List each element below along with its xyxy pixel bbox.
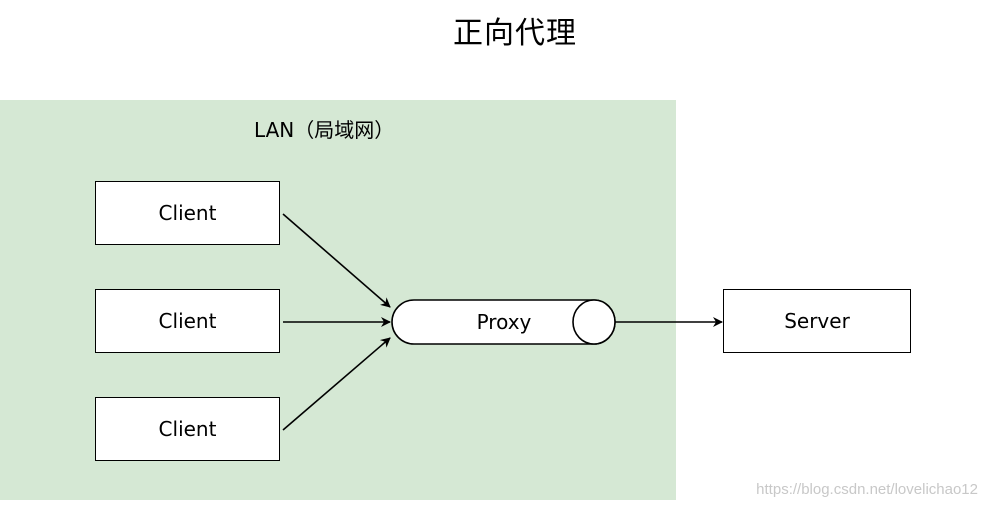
diagram-title: 正向代理 (453, 16, 577, 51)
client-label-3: Client (158, 417, 217, 441)
client-box-1: Client (95, 181, 280, 245)
arrow-client1-proxy (282, 213, 391, 308)
lan-label: LAN（局域网） (254, 118, 395, 142)
server-box: Server (723, 289, 911, 353)
proxy-cylinder (391, 299, 616, 345)
watermark: https://blog.csdn.net/lovelichao12 (756, 481, 978, 498)
arrow-client3-proxy (282, 337, 391, 431)
client-box-2: Client (95, 289, 280, 353)
server-label: Server (784, 309, 850, 333)
proxy-label: Proxy (476, 310, 532, 334)
client-box-3: Client (95, 397, 280, 461)
client-label-1: Client (158, 201, 217, 225)
client-label-2: Client (158, 309, 217, 333)
